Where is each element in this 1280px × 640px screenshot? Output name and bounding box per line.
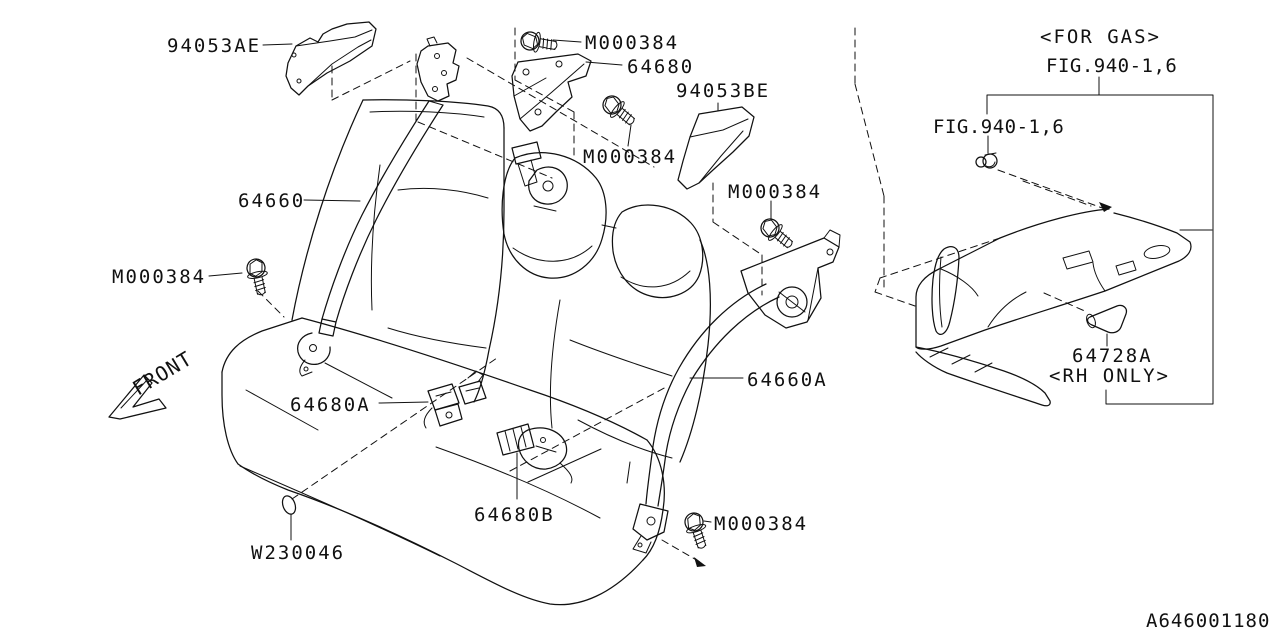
label-bolt-right: M000384 [728, 181, 822, 203]
label-fig-ref-top: FIG.940-1,6 [1046, 55, 1177, 77]
leader-lines [208, 39, 1108, 541]
rear-seat-drawing [221, 99, 711, 606]
label-bolt-left: M000384 [112, 266, 206, 288]
projection-dashed-lines [257, 27, 1106, 567]
label-w230046: W230046 [251, 542, 345, 564]
center-belt-bracket-drawing [511, 53, 592, 212]
bolt-icon [518, 28, 560, 57]
front-label: FRONT [128, 346, 196, 400]
label-bolt-top: M000384 [585, 32, 679, 54]
bolt-icon [756, 213, 798, 254]
cover-94053be-drawing [677, 106, 755, 190]
label-64680b: 64680B [474, 504, 555, 526]
quarter-trim-drawing [915, 152, 1192, 407]
bolt-icon [598, 90, 640, 131]
bolt-icon [681, 509, 713, 552]
belt-rh-drawing [626, 229, 841, 554]
cap-64728a-drawing [1086, 304, 1128, 334]
label-fig-ref-side: FIG.940-1,6 [933, 116, 1064, 138]
belt-lh-drawing [296, 36, 460, 377]
label-94053be: 94053BE [676, 80, 770, 102]
center-buckles-drawing [423, 370, 573, 484]
label-64728a: 64728A [1072, 345, 1153, 367]
label-64680a: 64680A [290, 394, 371, 416]
label-rh-only: <RH ONLY> [1049, 365, 1170, 387]
label-94053ae: 94053AE [167, 35, 261, 57]
cover-94053ae-drawing [285, 21, 377, 96]
label-for-gas: <FOR GAS> [1040, 26, 1161, 48]
label-bolt-bottom: M000384 [714, 513, 808, 535]
reference-bracket-lines [986, 76, 1214, 405]
label-64680: 64680 [627, 56, 694, 78]
front-direction-arrow [108, 374, 167, 420]
drawing-code: A646001180 [1146, 610, 1270, 632]
label-64660a: 64660A [747, 369, 828, 391]
label-64660: 64660 [238, 190, 305, 212]
clip-w230046-icon [281, 495, 297, 515]
clip-icon [975, 152, 998, 169]
label-bolt-center: M000384 [583, 146, 677, 168]
